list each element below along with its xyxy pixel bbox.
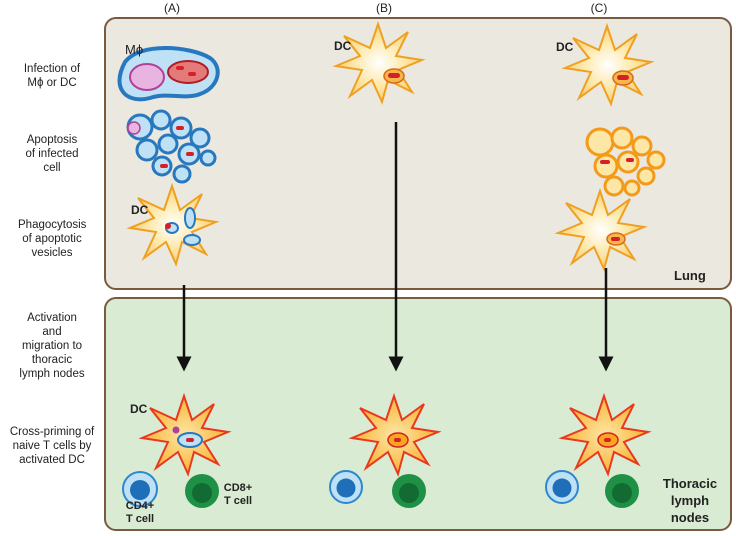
step-cross-priming: Cross-priming of naive T cells by activa… [9, 426, 95, 466]
cd8-t-cell-a [185, 474, 219, 508]
dc-label-b: DC [334, 39, 352, 53]
phagocytic-dc-c [557, 190, 645, 270]
step-apoptosis: Apoptosis of infected cell [25, 134, 79, 174]
infected-dc-b [335, 23, 423, 103]
activated-dc-c [561, 395, 649, 475]
apoptotic-macrophage [126, 109, 217, 184]
cd8-label-line2: T cell [223, 495, 253, 507]
step-activation-migration: Activation and migration to thoracic lym… [19, 312, 85, 380]
cd4-t-cell-c [545, 470, 579, 504]
cd4-t-cell-a [122, 471, 158, 507]
apoptotic-dc [585, 126, 666, 197]
cd4-t-cell-b [329, 470, 363, 504]
column-label-c: (C) [590, 1, 608, 15]
cd8-label: CD8+ T cell [220, 482, 256, 508]
step-infection: Infection of Mϕ or DC [23, 63, 81, 89]
infected-macrophage [117, 46, 220, 102]
cd4-label: CD4+ T cell [122, 500, 158, 526]
activated-dc-b [351, 395, 439, 475]
macrophage-label: Mϕ [125, 42, 144, 57]
cd4-label-line1: CD4+ [125, 500, 155, 512]
step-phagocytosis: Phagocytosis of apoptotic vesicles [18, 219, 87, 259]
cd8-t-cell-c [605, 474, 639, 508]
lymph-label: Thoracic lymph nodes [662, 476, 718, 525]
column-label-a: (A) [164, 1, 180, 15]
cd8-label-line1: CD8+ [223, 482, 253, 494]
activated-dc-a [141, 395, 229, 475]
lung-label: Lung [674, 268, 706, 283]
phagocytic-dc [129, 185, 217, 265]
dc-label-phagocytosis: DC [131, 203, 149, 217]
cd4-label-line2: T cell [125, 513, 155, 525]
dc-label-c: DC [556, 40, 574, 54]
column-label-b: (B) [376, 1, 392, 15]
dc-label-lymph: DC [130, 402, 148, 416]
infected-dc-c [564, 25, 652, 105]
cd8-t-cell-b [392, 474, 426, 508]
